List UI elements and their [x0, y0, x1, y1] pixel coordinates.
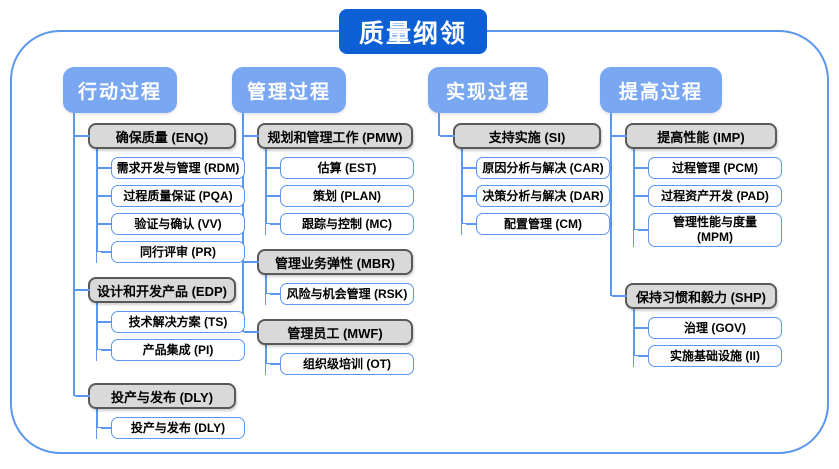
process-column-management: 管理过程 规划和管理工作 (PMW) 估算 (EST) 策划 (PLAN) 跟踪…	[232, 67, 414, 378]
group: 保持习惯和毅力 (SHP) 治理 (GOV) 实施基础设施 (II)	[610, 283, 782, 370]
group-node: 规划和管理工作 (PMW)	[244, 123, 413, 149]
leaf-node: 组织级培训 (OT)	[266, 353, 414, 377]
group-node: 设计和开发产品 (EDP)	[75, 277, 236, 303]
process-header: 提高过程	[600, 67, 722, 113]
leaf-node: 实施基础设施 (II)	[634, 345, 782, 369]
leaf-node: 治理 (GOV)	[634, 317, 782, 339]
group: 设计和开发产品 (EDP) 技术解决方案 (TS) 产品集成 (PI)	[75, 277, 245, 363]
group: 管理员工 (MWF) 组织级培训 (OT)	[242, 319, 414, 378]
leaf-node: 跟踪与控制 (MC)	[266, 213, 414, 237]
child-list: 风险与机会管理 (RSK)	[265, 275, 414, 307]
leaf-node: 同行评审 (PR)	[97, 241, 245, 265]
process-column-implementation: 实现过程 支持实施 (SI) 原因分析与解决 (CAR) 决策分析与解决 (DA…	[428, 67, 610, 238]
diagram-title: 质量纲领	[339, 9, 487, 54]
leaf-node: 过程质量保证 (PQA)	[97, 185, 245, 207]
group-node: 管理员工 (MWF)	[244, 319, 413, 345]
group-list: 确保质量 (ENQ) 需求开发与管理 (RDM) 过程质量保证 (PQA) 验证…	[73, 113, 245, 442]
group: 管理业务弹性 (MBR) 风险与机会管理 (RSK)	[244, 249, 414, 307]
leaf-node: 需求开发与管理 (RDM)	[97, 157, 245, 179]
group: 规划和管理工作 (PMW) 估算 (EST) 策划 (PLAN) 跟踪与控制 (…	[244, 123, 414, 237]
group-list: 提高性能 (IMP) 过程管理 (PCM) 过程资产开发 (PAD) 管理性能与…	[610, 113, 782, 370]
child-list: 需求开发与管理 (RDM) 过程质量保证 (PQA) 验证与确认 (VV) 同行…	[96, 149, 245, 265]
group-node: 保持习惯和毅力 (SHP)	[612, 283, 777, 309]
group-list: 规划和管理工作 (PMW) 估算 (EST) 策划 (PLAN) 跟踪与控制 (…	[242, 113, 414, 378]
group: 确保质量 (ENQ) 需求开发与管理 (RDM) 过程质量保证 (PQA) 验证…	[75, 123, 245, 265]
leaf-node: 投产与发布 (DLY)	[97, 417, 245, 441]
child-list: 投产与发布 (DLY)	[96, 409, 245, 441]
process-header: 管理过程	[232, 67, 346, 113]
group-node: 投产与发布 (DLY)	[75, 383, 236, 409]
process-column-action: 行动过程 确保质量 (ENQ) 需求开发与管理 (RDM) 过程质量保证 (PQ…	[63, 67, 245, 442]
leaf-node: 估算 (EST)	[266, 157, 414, 179]
child-list: 过程管理 (PCM) 过程资产开发 (PAD) 管理性能与度量 (MPM)	[633, 149, 782, 249]
leaf-node: 决策分析与解决 (DAR)	[462, 185, 610, 207]
group-node: 确保质量 (ENQ)	[75, 123, 236, 149]
leaf-node: 管理性能与度量 (MPM)	[634, 213, 782, 249]
group: 投产与发布 (DLY) 投产与发布 (DLY)	[73, 383, 245, 442]
leaf-node: 技术解决方案 (TS)	[97, 311, 245, 333]
group-node: 提高性能 (IMP)	[612, 123, 777, 149]
leaf-node: 风险与机会管理 (RSK)	[266, 283, 414, 307]
child-list: 原因分析与解决 (CAR) 决策分析与解决 (DAR) 配置管理 (CM)	[461, 149, 610, 237]
leaf-node: 原因分析与解决 (CAR)	[462, 157, 610, 179]
leaf-node: 过程管理 (PCM)	[634, 157, 782, 179]
group: 支持实施 (SI) 原因分析与解决 (CAR) 决策分析与解决 (DAR) 配置…	[438, 123, 610, 238]
group: 提高性能 (IMP) 过程管理 (PCM) 过程资产开发 (PAD) 管理性能与…	[612, 123, 782, 249]
process-header: 行动过程	[63, 67, 177, 113]
leaf-node: 策划 (PLAN)	[266, 185, 414, 207]
group-list: 支持实施 (SI) 原因分析与解决 (CAR) 决策分析与解决 (DAR) 配置…	[438, 113, 610, 238]
process-header: 实现过程	[428, 67, 548, 113]
leaf-node: 产品集成 (PI)	[97, 339, 245, 363]
child-list: 组织级培训 (OT)	[265, 345, 414, 377]
child-list: 技术解决方案 (TS) 产品集成 (PI)	[96, 303, 245, 363]
leaf-node: 配置管理 (CM)	[462, 213, 610, 237]
leaf-node: 验证与确认 (VV)	[97, 213, 245, 235]
group-node: 管理业务弹性 (MBR)	[244, 249, 413, 275]
child-list: 治理 (GOV) 实施基础设施 (II)	[633, 309, 782, 369]
leaf-node: 过程资产开发 (PAD)	[634, 185, 782, 207]
group-node: 支持实施 (SI)	[440, 123, 601, 149]
child-list: 估算 (EST) 策划 (PLAN) 跟踪与控制 (MC)	[265, 149, 414, 237]
process-column-improvement: 提高过程 提高性能 (IMP) 过程管理 (PCM) 过程资产开发 (PAD) …	[600, 67, 782, 370]
